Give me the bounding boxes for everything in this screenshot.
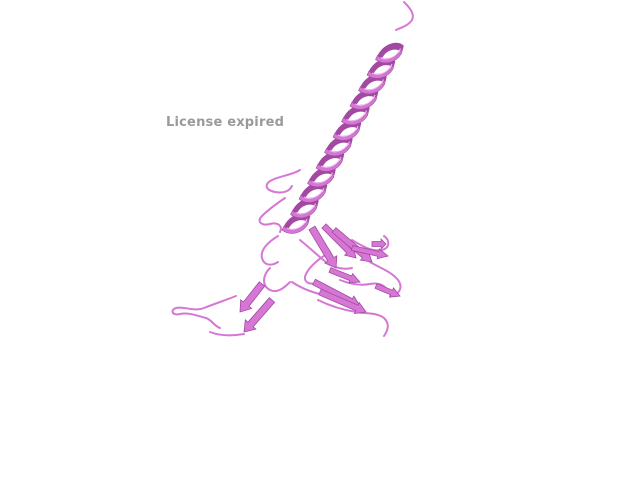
n-terminal-tail <box>395 1 414 31</box>
helix-highlight <box>337 125 359 138</box>
beta-strand-arrow <box>374 283 401 298</box>
loop-upper-left <box>265 169 301 194</box>
beta-strand-arrow <box>321 223 357 259</box>
helix-highlight <box>312 172 334 184</box>
loop-far-left <box>171 295 237 329</box>
helix-highlight <box>295 203 317 215</box>
helix-highlight <box>286 218 308 231</box>
helix-highlight <box>329 141 351 153</box>
beta-strand-arrow <box>331 227 373 263</box>
loop-left-2 <box>263 267 291 292</box>
loop-right-1 <box>351 235 390 252</box>
beta-strands <box>239 223 401 333</box>
helix-highlight <box>320 156 342 169</box>
license-watermark: License expired <box>166 115 285 130</box>
helix-highlight <box>380 48 402 60</box>
beta-strand-arrow <box>308 225 338 269</box>
beta-strand-arrow <box>328 267 361 284</box>
helix-highlight <box>363 79 385 91</box>
loop-mid-left <box>258 197 286 233</box>
helix-highlight <box>346 110 368 122</box>
helix-highlight <box>303 187 325 200</box>
beta-strand-arrow <box>371 238 387 250</box>
beta-strand-arrow <box>350 245 389 260</box>
alpha-helix <box>281 42 404 234</box>
helix-highlight <box>354 94 376 107</box>
loop-lower <box>317 299 389 337</box>
beta-strand-arrow <box>239 281 266 313</box>
beta-strand-arrow <box>243 297 276 333</box>
helix-highlight <box>371 63 393 76</box>
loop-bottom-left <box>209 331 245 337</box>
beta-strand-arrow <box>318 288 367 315</box>
loop-left-1 <box>260 235 279 266</box>
helix-turn-back <box>377 42 404 60</box>
